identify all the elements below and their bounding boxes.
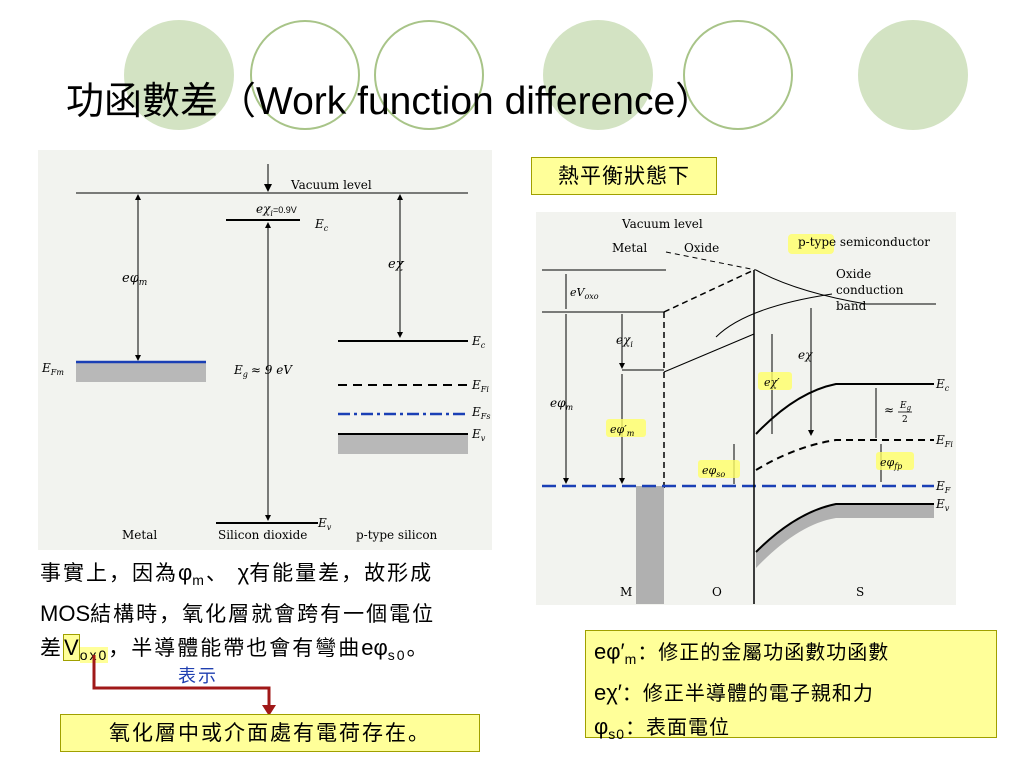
left-eg-label: Eg≈ 9 eV xyxy=(233,363,293,379)
def-line-1: eφ′m：修正的金屬功函數功函數 xyxy=(594,639,890,667)
right-band-diagram: Vacuum level Metal Oxide p-type semicond… xyxy=(536,212,956,605)
right-ephi-mp-label: eφ′m xyxy=(610,423,635,438)
left-metal-label: Metal xyxy=(122,528,157,542)
right-ef-label: EF xyxy=(935,479,951,495)
definitions-box: eφ′m：修正的金屬功函數功函數 eχ′：修正半導體的電子親和力 φs0：表面電… xyxy=(585,630,997,742)
right-psemi-label: p-type semiconductor xyxy=(798,235,930,249)
left-ev-label: Ev xyxy=(471,427,486,443)
decor-circle-6 xyxy=(858,20,968,130)
right-ec-label: Ec xyxy=(935,377,950,393)
right-echi-i-label: eχi xyxy=(616,333,633,349)
thermal-equilibrium-label: 熱平衡狀態下 xyxy=(531,157,717,195)
express-label: 表示 xyxy=(178,666,218,687)
right-evox-label: eVoxo xyxy=(570,286,599,301)
left-vacuum-label: Vacuum level xyxy=(290,178,372,192)
right-ephi-fp-label: eφfp xyxy=(880,456,902,471)
left-p-silicon-label: p-type silicon xyxy=(356,528,438,542)
annotation-arrow xyxy=(92,655,276,716)
right-echi-label: eχ xyxy=(798,348,813,362)
right-echi-p-label: eχ′ xyxy=(764,376,780,389)
right-oxide-label: Oxide xyxy=(684,241,719,255)
right-efi-label: EFi xyxy=(935,433,953,449)
right-ev-label: Ev xyxy=(935,497,950,513)
right-vacuum-label: Vacuum level xyxy=(621,217,703,231)
decor-circle-3 xyxy=(374,20,484,130)
slide-title: 功函數差（Work function difference） xyxy=(66,70,713,125)
decor-circle-5 xyxy=(683,20,793,130)
para-line-3: 差Vox0，半導體能帶也會有彎曲eφs0。 xyxy=(40,634,430,664)
title-close: ） xyxy=(675,79,714,123)
left-ephi-m-label: eφm xyxy=(122,271,147,288)
left-band-diagram: Vacuum level eχi=0.9V Ec eφm EFm Eg≈ 9 e… xyxy=(38,150,492,550)
def-line-3: φs0：表面電位 xyxy=(594,714,731,742)
title-en: Work function difference xyxy=(256,80,676,123)
def-line-2: eχ′：修正半導體的電子親和力 xyxy=(594,680,874,705)
vox0-highlight: V xyxy=(63,634,80,662)
left-chi-i-label: eχi=0.9V xyxy=(256,202,297,218)
right-eg2-den: 2 xyxy=(902,415,908,425)
left-efs-label: EFs xyxy=(471,405,490,421)
left-ec-oxide-label: Ec xyxy=(314,217,329,233)
right-eg2-num: Eg xyxy=(899,401,912,412)
left-efi-label: EFi xyxy=(471,378,489,394)
decor-circle-4 xyxy=(543,20,653,130)
left-echi-label: eχ xyxy=(388,257,405,272)
para-line-2: MOS結構時，氧化層就會跨有一個電位 xyxy=(40,601,436,627)
right-approx: ≈ xyxy=(884,403,894,417)
charge-note-box: 氧化層中或介面處有電荷存在。 xyxy=(60,714,480,752)
left-silicon-dioxide-label: Silicon dioxide xyxy=(218,528,307,542)
decor-circle-1 xyxy=(124,20,234,130)
right-ephi-m-label: eφm xyxy=(550,396,574,412)
para-line-1: 事實上，因為φm、 χ有能量差，故形成 xyxy=(40,560,434,589)
right-ephi-s0-label: eφso xyxy=(702,464,725,479)
right-metal-label: Metal xyxy=(612,241,647,255)
decor-circle-2 xyxy=(250,20,360,130)
left-ev-oxide-label: Ev xyxy=(317,516,332,532)
left-efm-label: EFm xyxy=(41,361,64,377)
right-oxide-cb-1: Oxide xyxy=(836,267,871,281)
title-zh: 功函數差（ xyxy=(66,79,257,123)
left-ec-label: Ec xyxy=(471,334,486,350)
right-m-label: M xyxy=(620,585,632,599)
right-oxide-cb-2: conduction xyxy=(836,283,904,297)
explanation-paragraph: 事實上，因為φm、 χ有能量差，故形成 MOS結構時，氧化層就會跨有一個電位 差… xyxy=(40,556,560,672)
right-o-label: O xyxy=(712,585,722,599)
right-s-label: S xyxy=(856,585,864,599)
